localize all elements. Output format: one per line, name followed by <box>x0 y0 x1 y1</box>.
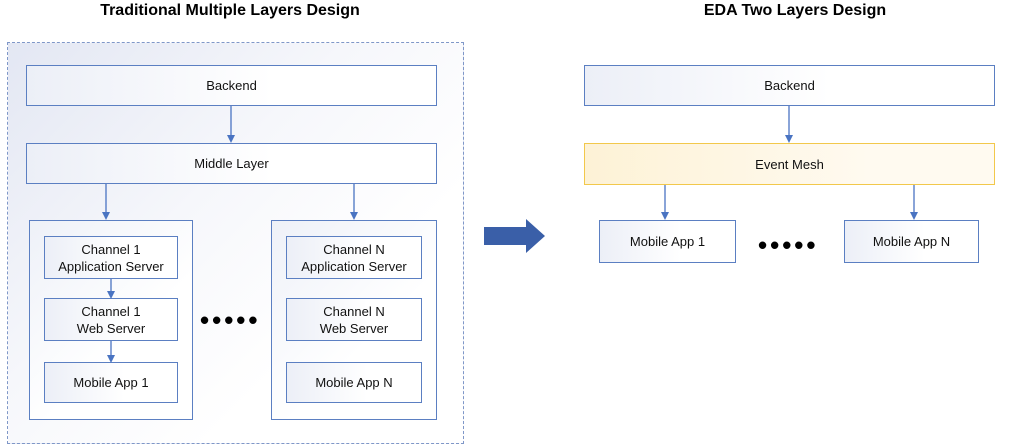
left-title: Traditional Multiple Layers Design <box>100 2 360 19</box>
middle-layer-box: Middle Layer <box>26 143 437 184</box>
channel-n-app-server-box: Channel N Application Server <box>286 236 422 279</box>
right-title: EDA Two Layers Design <box>703 2 887 19</box>
event-mesh-box: Event Mesh <box>584 143 995 185</box>
left-backend-box: Backend <box>26 65 437 106</box>
channel-1-web-server-box: Channel 1 Web Server <box>44 298 178 341</box>
transition-arrow-icon <box>484 219 545 253</box>
channel-1-app-server-box: Channel 1 Application Server <box>44 236 178 279</box>
mobile-app-n-box: Mobile App N <box>286 362 422 403</box>
right-mobile-app-1-box: Mobile App 1 <box>599 220 736 263</box>
right-mobile-app-n-box: Mobile App N <box>844 220 979 263</box>
channel-n-web-server-box: Channel N Web Server <box>286 298 422 341</box>
right-backend-box: Backend <box>584 65 995 106</box>
right-ellipsis: ••••• <box>758 230 819 260</box>
left-ellipsis: ••••• <box>200 305 261 335</box>
mobile-app-1-box: Mobile App 1 <box>44 362 178 403</box>
